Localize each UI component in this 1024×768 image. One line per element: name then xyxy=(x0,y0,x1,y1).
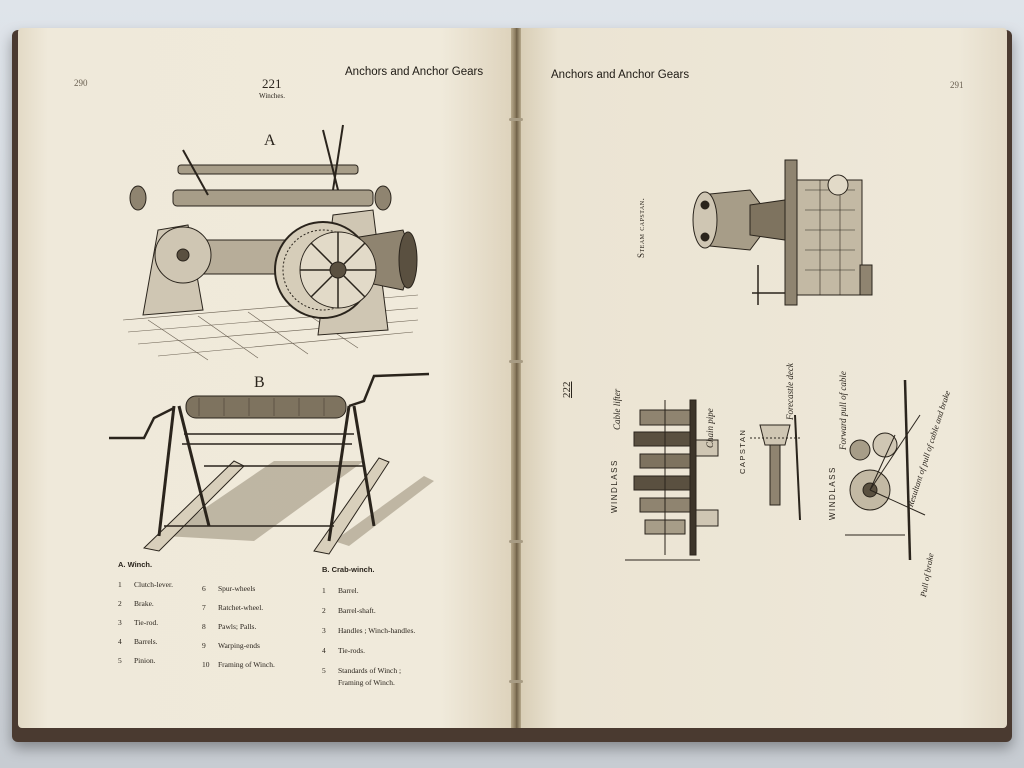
plate-number-222: 222 xyxy=(561,381,573,399)
windlass-diagram xyxy=(625,399,719,561)
forecastle-deck-label: Forecastle deck xyxy=(785,363,795,420)
spine-stitch xyxy=(509,680,523,683)
spine-stitch xyxy=(509,118,523,121)
capstan-label: CAPSTAN xyxy=(738,428,747,474)
windlass-label-2: WINDLASS xyxy=(828,466,837,520)
steam-capstan-label: Steam capstan. xyxy=(636,197,646,258)
windlass-force-diagram xyxy=(845,379,926,561)
forward-pull-label: Forward pull of cable xyxy=(838,371,848,450)
spine-stitch xyxy=(509,540,523,543)
spine-stitch xyxy=(509,360,523,363)
capstan-diagram xyxy=(750,414,801,521)
chain-pipe-label: Chain pipe xyxy=(705,408,715,448)
legend-b-title: B. Crab-winch. xyxy=(322,565,375,574)
winch-illustration xyxy=(122,124,419,361)
crab-winch-illustration xyxy=(109,372,434,555)
windlass-label: WINDLASS xyxy=(610,459,619,513)
legend-a-title: A. Winch. xyxy=(118,560,153,569)
plate-number-221: 221 xyxy=(262,76,282,91)
figure-a-letter: A xyxy=(264,132,276,149)
right-page xyxy=(519,28,1007,728)
left-page xyxy=(18,28,515,728)
figure-b-letter: B xyxy=(254,374,265,391)
plate-subtitle: Winches. xyxy=(259,92,285,100)
book-spine xyxy=(511,28,521,728)
right-running-head: Anchors and Anchor Gears xyxy=(551,69,690,81)
cable-lifter-label: Cable lifter xyxy=(612,388,622,430)
left-running-head: Anchors and Anchor Gears xyxy=(345,66,484,78)
right-page-folio: 291 xyxy=(950,80,964,90)
left-page-folio: 290 xyxy=(74,78,88,88)
legend-item-continued: Framing of Winch. xyxy=(338,678,395,687)
steam-capstan-illustration xyxy=(692,159,873,306)
